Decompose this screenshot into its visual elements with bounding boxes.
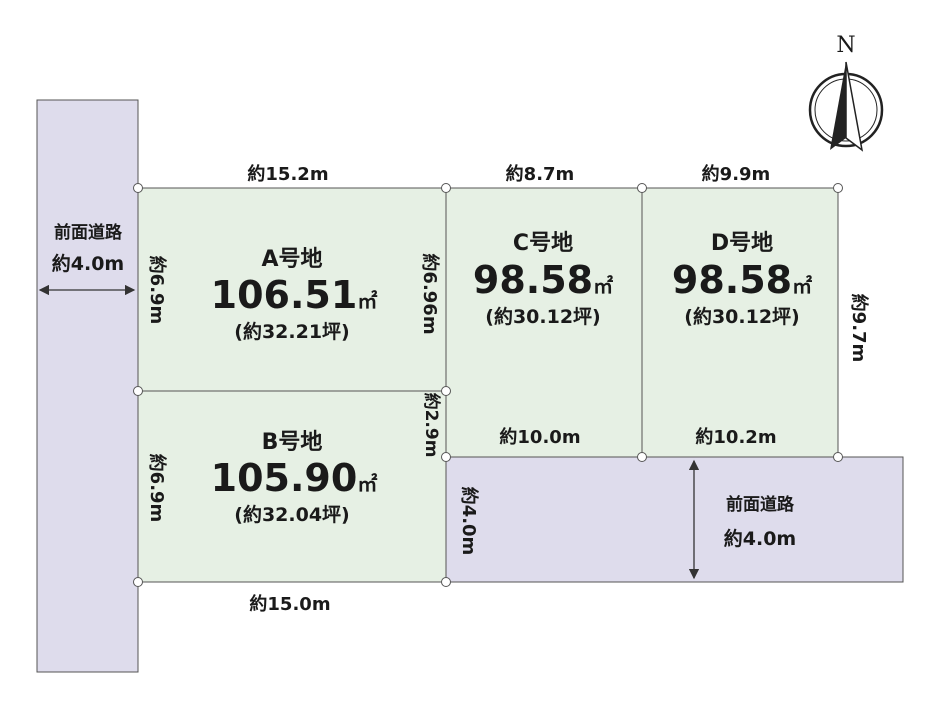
vertex-point — [637, 183, 647, 193]
dim-c-step: 約2.9m — [421, 393, 442, 458]
lot-a-area-value: 106.51 — [211, 273, 358, 317]
lot-b[interactable] — [137, 390, 447, 583]
dim-a-right: 約6.96m — [419, 253, 441, 334]
lot-d[interactable] — [641, 187, 839, 458]
vertex-point — [133, 577, 143, 587]
lot-b-name: B号地 — [262, 430, 323, 455]
lot-d-name: D号地 — [711, 231, 773, 256]
vertex-point — [441, 577, 451, 587]
lot-b-area-unit: ㎡ — [357, 472, 377, 496]
lot-d-area-value: 98.58 — [672, 258, 792, 302]
compass-north-icon: N — [808, 33, 884, 152]
lot-a-area-unit: ㎡ — [357, 289, 377, 313]
dim-b-left: 約6.9m — [146, 454, 168, 523]
dim-south-road-side: 約4.0m — [458, 487, 480, 556]
vertex-point — [441, 386, 451, 396]
lot-d-area: 98.58㎡ — [672, 258, 812, 302]
vertex-point — [637, 452, 647, 462]
lot-d-area-unit: ㎡ — [792, 274, 812, 298]
lot-a[interactable] — [137, 187, 447, 392]
vertex-point — [833, 452, 843, 462]
dim-d-bottom: 約10.2m — [695, 426, 776, 448]
dim-b-bottom: 約15.0m — [249, 593, 330, 615]
dim-d-right: 約9.7m — [848, 294, 870, 363]
vertex-point — [133, 386, 143, 396]
vertex-point — [441, 452, 451, 462]
lot-d-tsubo: (約30.12坪) — [684, 305, 799, 328]
lot-c-area-unit: ㎡ — [593, 274, 613, 298]
south-road-width: 約4.0m — [724, 527, 796, 550]
vertex-point — [441, 183, 451, 193]
dim-d-top: 約9.9m — [702, 163, 771, 185]
west-road — [36, 99, 139, 673]
lot-c-area-value: 98.58 — [473, 258, 593, 302]
lot-c[interactable] — [445, 187, 643, 458]
dim-a-top: 約15.2m — [247, 163, 328, 185]
west-road-width: 約4.0m — [52, 252, 124, 275]
dim-c-bottom: 約10.0m — [499, 426, 580, 448]
lot-c-name: C号地 — [513, 231, 573, 256]
south-road-label: 前面道路 — [726, 494, 795, 515]
vertex-point — [833, 183, 843, 193]
lot-c-area: 98.58㎡ — [473, 258, 613, 302]
lot-a-name: A号地 — [261, 247, 322, 272]
south-road — [445, 456, 904, 583]
lot-a-tsubo: (約32.21坪) — [234, 320, 349, 343]
lot-a-area: 106.51㎡ — [211, 273, 378, 317]
lot-b-area-value: 105.90 — [211, 456, 358, 500]
lot-b-area: 105.90㎡ — [211, 456, 378, 500]
compass-label: N — [836, 33, 855, 58]
dim-a-left: 約6.9m — [146, 256, 168, 325]
lot-c-tsubo: (約30.12坪) — [485, 305, 600, 328]
west-road-label: 前面道路 — [54, 222, 123, 243]
vertex-point — [133, 183, 143, 193]
vertex-points — [133, 183, 843, 587]
lot-b-tsubo: (約32.04坪) — [234, 503, 349, 526]
dim-c-top: 約8.7m — [506, 163, 575, 185]
